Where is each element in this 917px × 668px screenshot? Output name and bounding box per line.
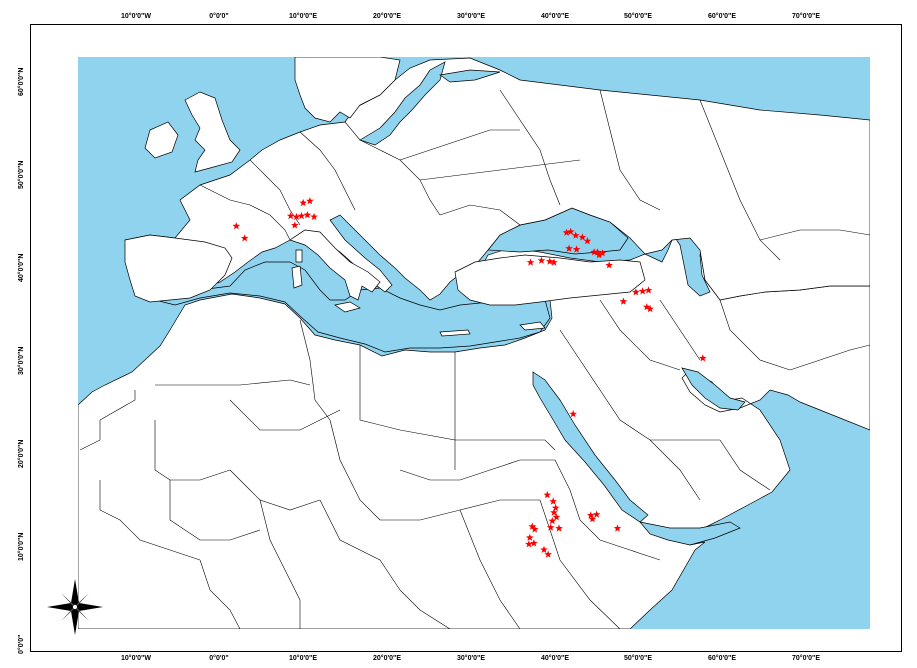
occurrence-marker [548,517,557,525]
longitude-label-top: 10°0'0"W [121,13,151,20]
country-borders [79,89,870,629]
occurrence-marker [543,490,552,499]
occurrence-marker [540,545,548,553]
occurrence-marker [595,251,603,259]
latitude-label: 20°0'0"N [18,439,25,468]
occurrence-marker [526,533,534,541]
occurrence-marker [619,297,628,305]
occurrence-marker [593,248,602,256]
occurrence-marker [590,248,598,256]
occurrence-marker [550,508,558,516]
longitude-label-bottom: 0°0'0" [209,655,229,662]
crete [439,329,471,337]
occurrence-marker [605,261,613,269]
ireland [144,121,179,159]
occurrence-marker [565,244,573,252]
occurrence-marker [566,227,575,235]
occurrence-marker [310,212,318,221]
longitude-label-top: 20°0'0"E [372,13,402,20]
latitude-label: 60°0'0"N [18,67,25,96]
occurrence-marker [537,256,546,264]
persian-gulf [681,367,746,411]
longitude-label-top: 40°0'0"E [540,13,570,20]
longitude-label-top: 30°0'0"E [456,13,486,20]
occurrence-marker [286,211,295,220]
occurrence-marker [578,233,587,241]
occurrence-marker [530,539,538,547]
gulf-of-finland [439,69,501,83]
longitude-label-top: 0°0'0" [209,13,229,20]
longitude-label-bottom: 60°0'0"E [707,655,737,662]
latitude-label: 30°0'0"N [18,346,25,375]
latitude-label: 0°0'0" [18,634,25,654]
occurrence-marker [699,354,707,362]
occurrence-marker [303,211,312,219]
occurrence-marker [632,288,640,296]
longitude-label-bottom: 50°0'0"E [623,655,653,662]
occurrence-marker [551,503,560,512]
longitude-label-bottom: 10°0'0"W [121,655,151,662]
occurrence-marker [546,523,555,531]
latitude-label: 10°0'0"N [18,532,25,561]
occurrence-marker [569,410,577,418]
occurrence-marker [528,522,537,530]
latitude-label: 40°0'0"N [18,253,25,282]
great-britain [184,91,241,173]
north-arrow-compass-rose-icon [47,579,103,635]
longitude-label-bottom: 40°0'0"E [540,655,570,662]
baltic-sea [359,61,446,146]
cyprus [519,321,546,331]
sardinia [291,265,303,289]
occurrence-marker [525,540,533,548]
longitude-label-bottom: 70°0'0"E [791,655,821,662]
sicily [334,301,361,313]
longitude-label-bottom: 10°0'0"E [288,655,318,662]
occurrence-marker [643,303,651,311]
occurrence-marker [562,228,571,236]
occurrence-marker [572,245,581,253]
occurrence-marker [306,197,314,205]
occurrence-marker [644,286,653,294]
latitude-label: 50°0'0"N [18,160,25,189]
occurrence-marker [297,211,306,220]
occurrence-marker [588,515,597,523]
occurrence-marker [592,510,601,518]
gulf-of-aden [639,521,741,546]
occurrence-marker [583,237,592,245]
map-frame [30,24,902,652]
occurrence-marker [546,257,554,265]
occurrence-marker [292,212,301,221]
occurrence-marker [598,249,607,257]
longitude-label-top: 70°0'0"E [791,13,821,20]
italian-peninsula [289,229,381,301]
scandinavia [294,57,401,123]
occurrence-marker [571,231,580,239]
occurrence-marker [544,550,552,558]
occurrence-marker [638,287,647,295]
longitude-label-top: 10°0'0"E [288,13,318,20]
iberian-peninsula [124,234,233,303]
occurrence-marker [646,304,654,313]
longitude-label-top: 50°0'0"E [623,13,653,20]
occurrence-marker [555,524,563,532]
occurrence-marker [550,258,558,266]
occurrence-marker [291,221,299,229]
occurrence-marker [552,513,561,521]
occurrence-marker [587,511,595,519]
anatolia [454,254,646,306]
occurrence-marker [613,524,622,532]
corsica [295,249,303,263]
occurrence-marker [240,234,249,242]
occurrence-marker [299,198,307,207]
occurrence-markers [232,197,707,558]
longitude-label-top: 60°0'0"E [707,13,737,20]
longitude-label-bottom: 30°0'0"E [456,655,486,662]
longitude-label-bottom: 20°0'0"E [372,655,402,662]
occurrence-marker [531,525,539,533]
occurrence-marker [526,258,535,266]
occurrence-marker [549,497,557,505]
occurrence-marker [232,222,241,230]
